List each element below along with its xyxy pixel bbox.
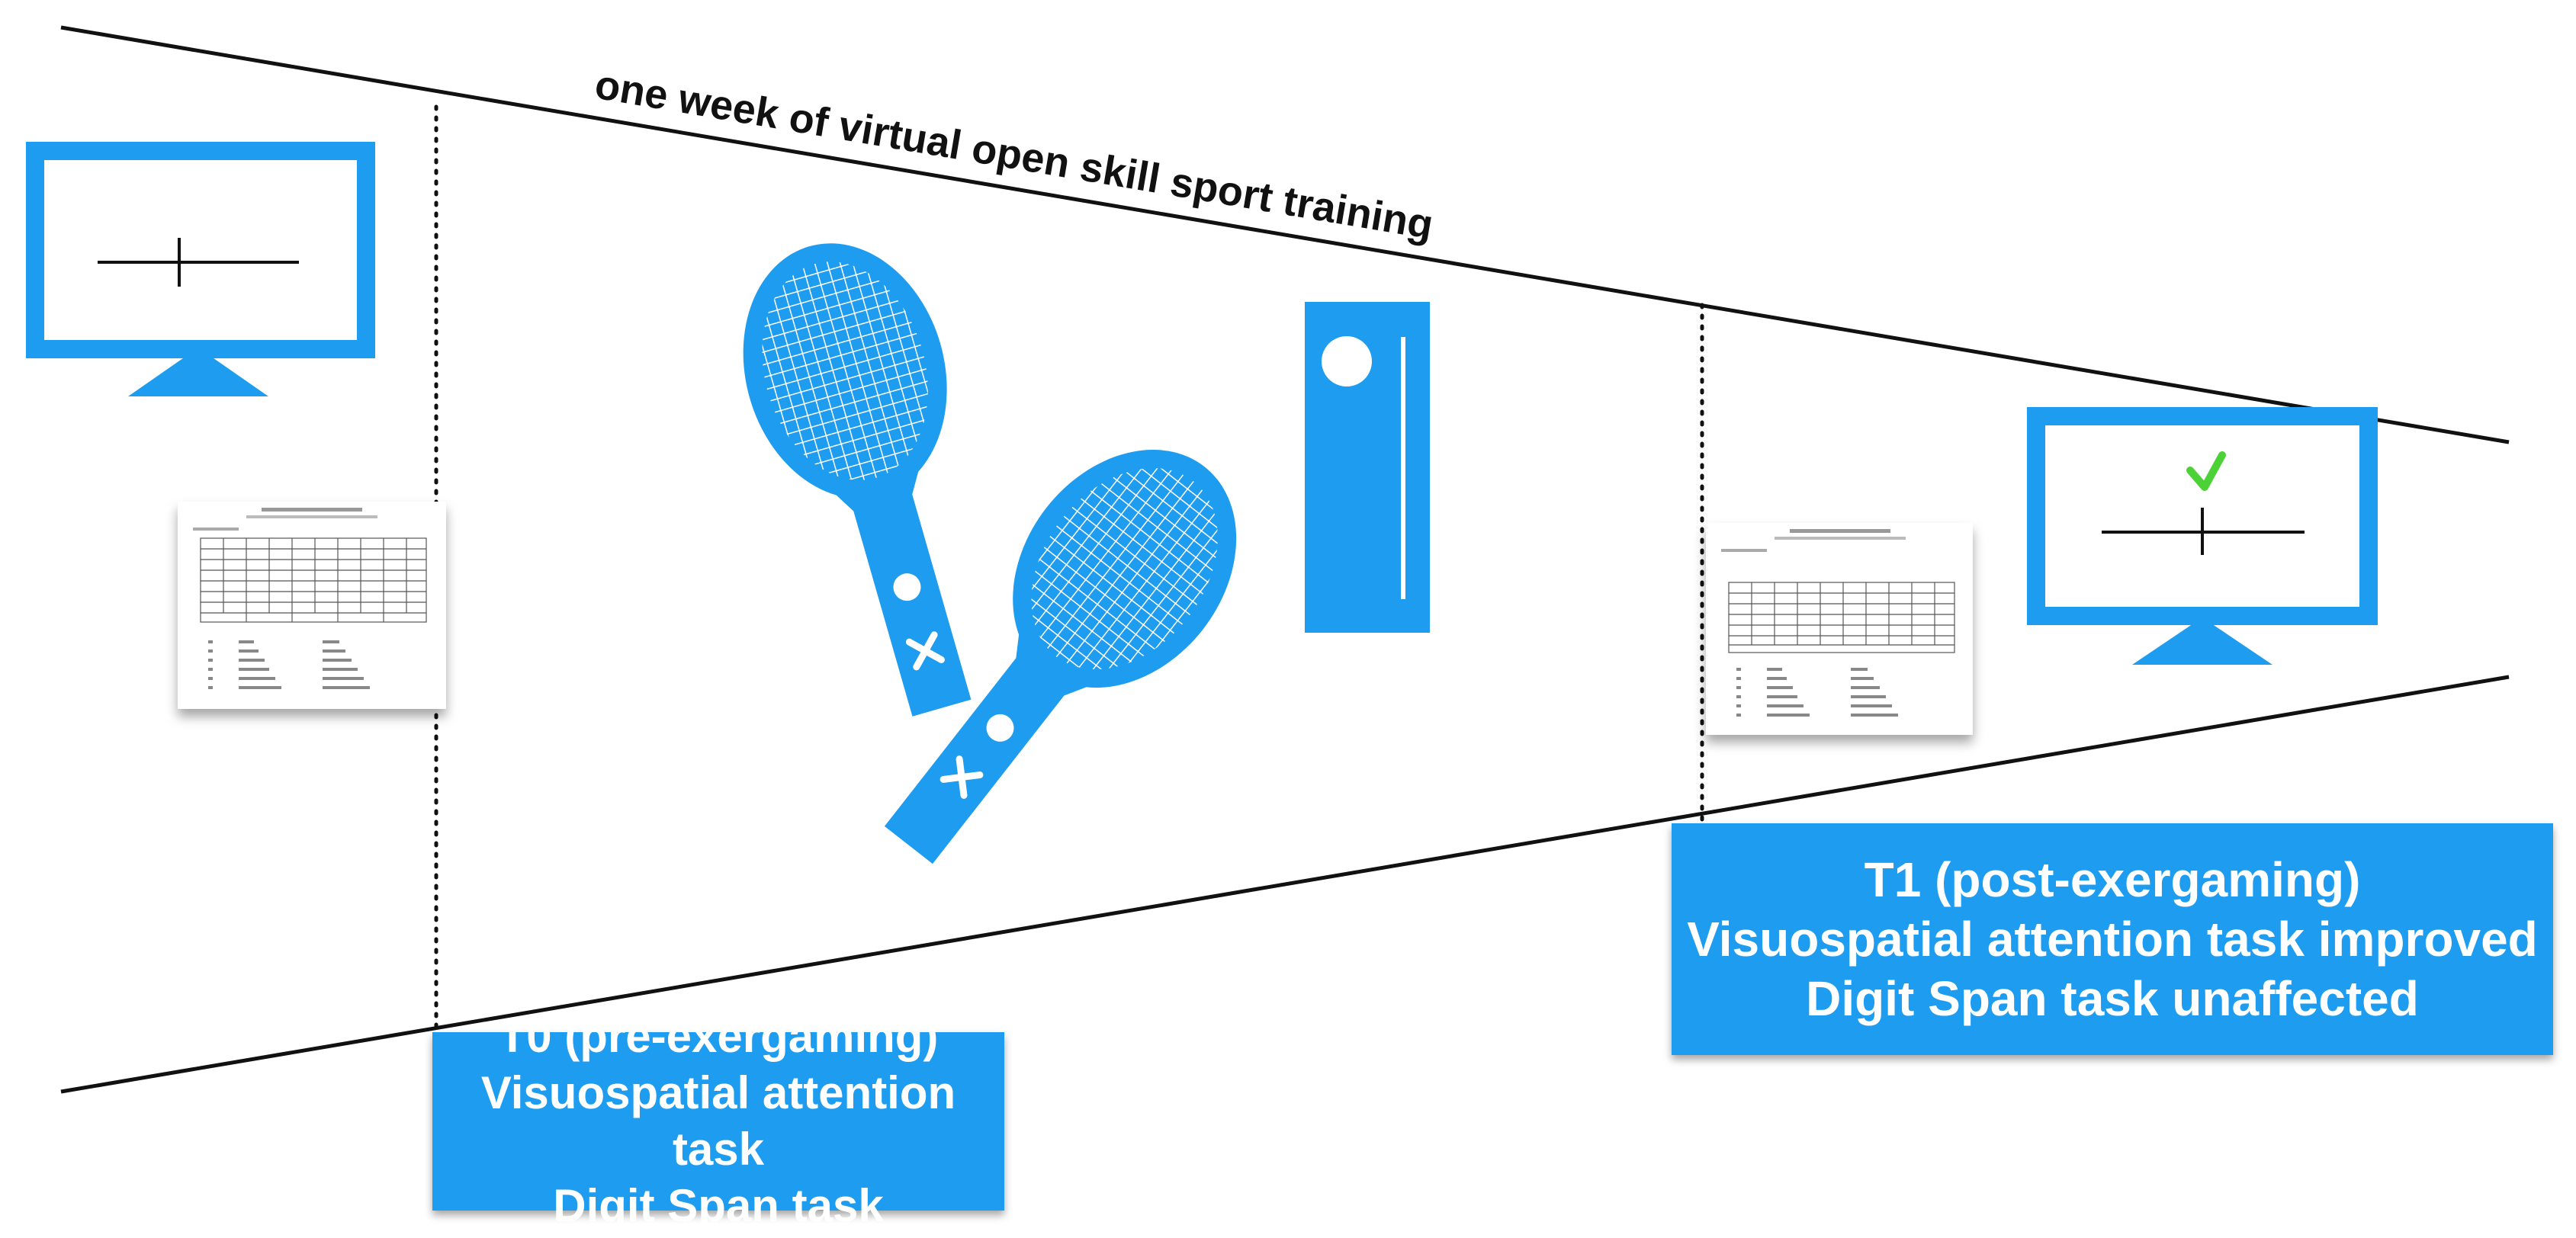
worksheet-icon	[1706, 523, 1973, 735]
t1-result-digit-span: Digit Span task unaffected	[1806, 971, 2419, 1026]
fixation-cross-icon	[98, 238, 299, 287]
tennis-racket-icon	[884, 449, 1237, 864]
worksheet-icon	[178, 502, 446, 709]
funnel-top-line	[60, 25, 2510, 444]
t1-title: T1 (post-exergaming)	[1864, 852, 2361, 907]
wii-remote-icon	[1305, 302, 1430, 633]
t0-label-box: T0 (pre-exergaming) Visuospatial attenti…	[432, 1011, 1004, 1231]
funnel-bottom-line	[60, 675, 2510, 1094]
monitor-icon-t1	[2027, 407, 2378, 665]
monitor-icon-t0	[26, 142, 375, 396]
t0-title: T0 (pre-exergaming)	[498, 1011, 939, 1062]
t0-task-digit-span: Digit Span task	[553, 1180, 884, 1231]
t0-task-visuospatial: Visuospatial attention task	[480, 1067, 956, 1175]
training-label: one week of virtual open skill sport tra…	[592, 62, 1437, 249]
fixation-cross-icon	[2102, 508, 2305, 555]
t1-result-visuospatial: Visuospatial attention task improved	[1687, 912, 2538, 967]
t1-label-box: T1 (post-exergaming) Visuospatial attent…	[1672, 823, 2553, 1055]
tennis-racket-icon	[743, 243, 972, 717]
checkmark-icon	[2186, 451, 2226, 491]
